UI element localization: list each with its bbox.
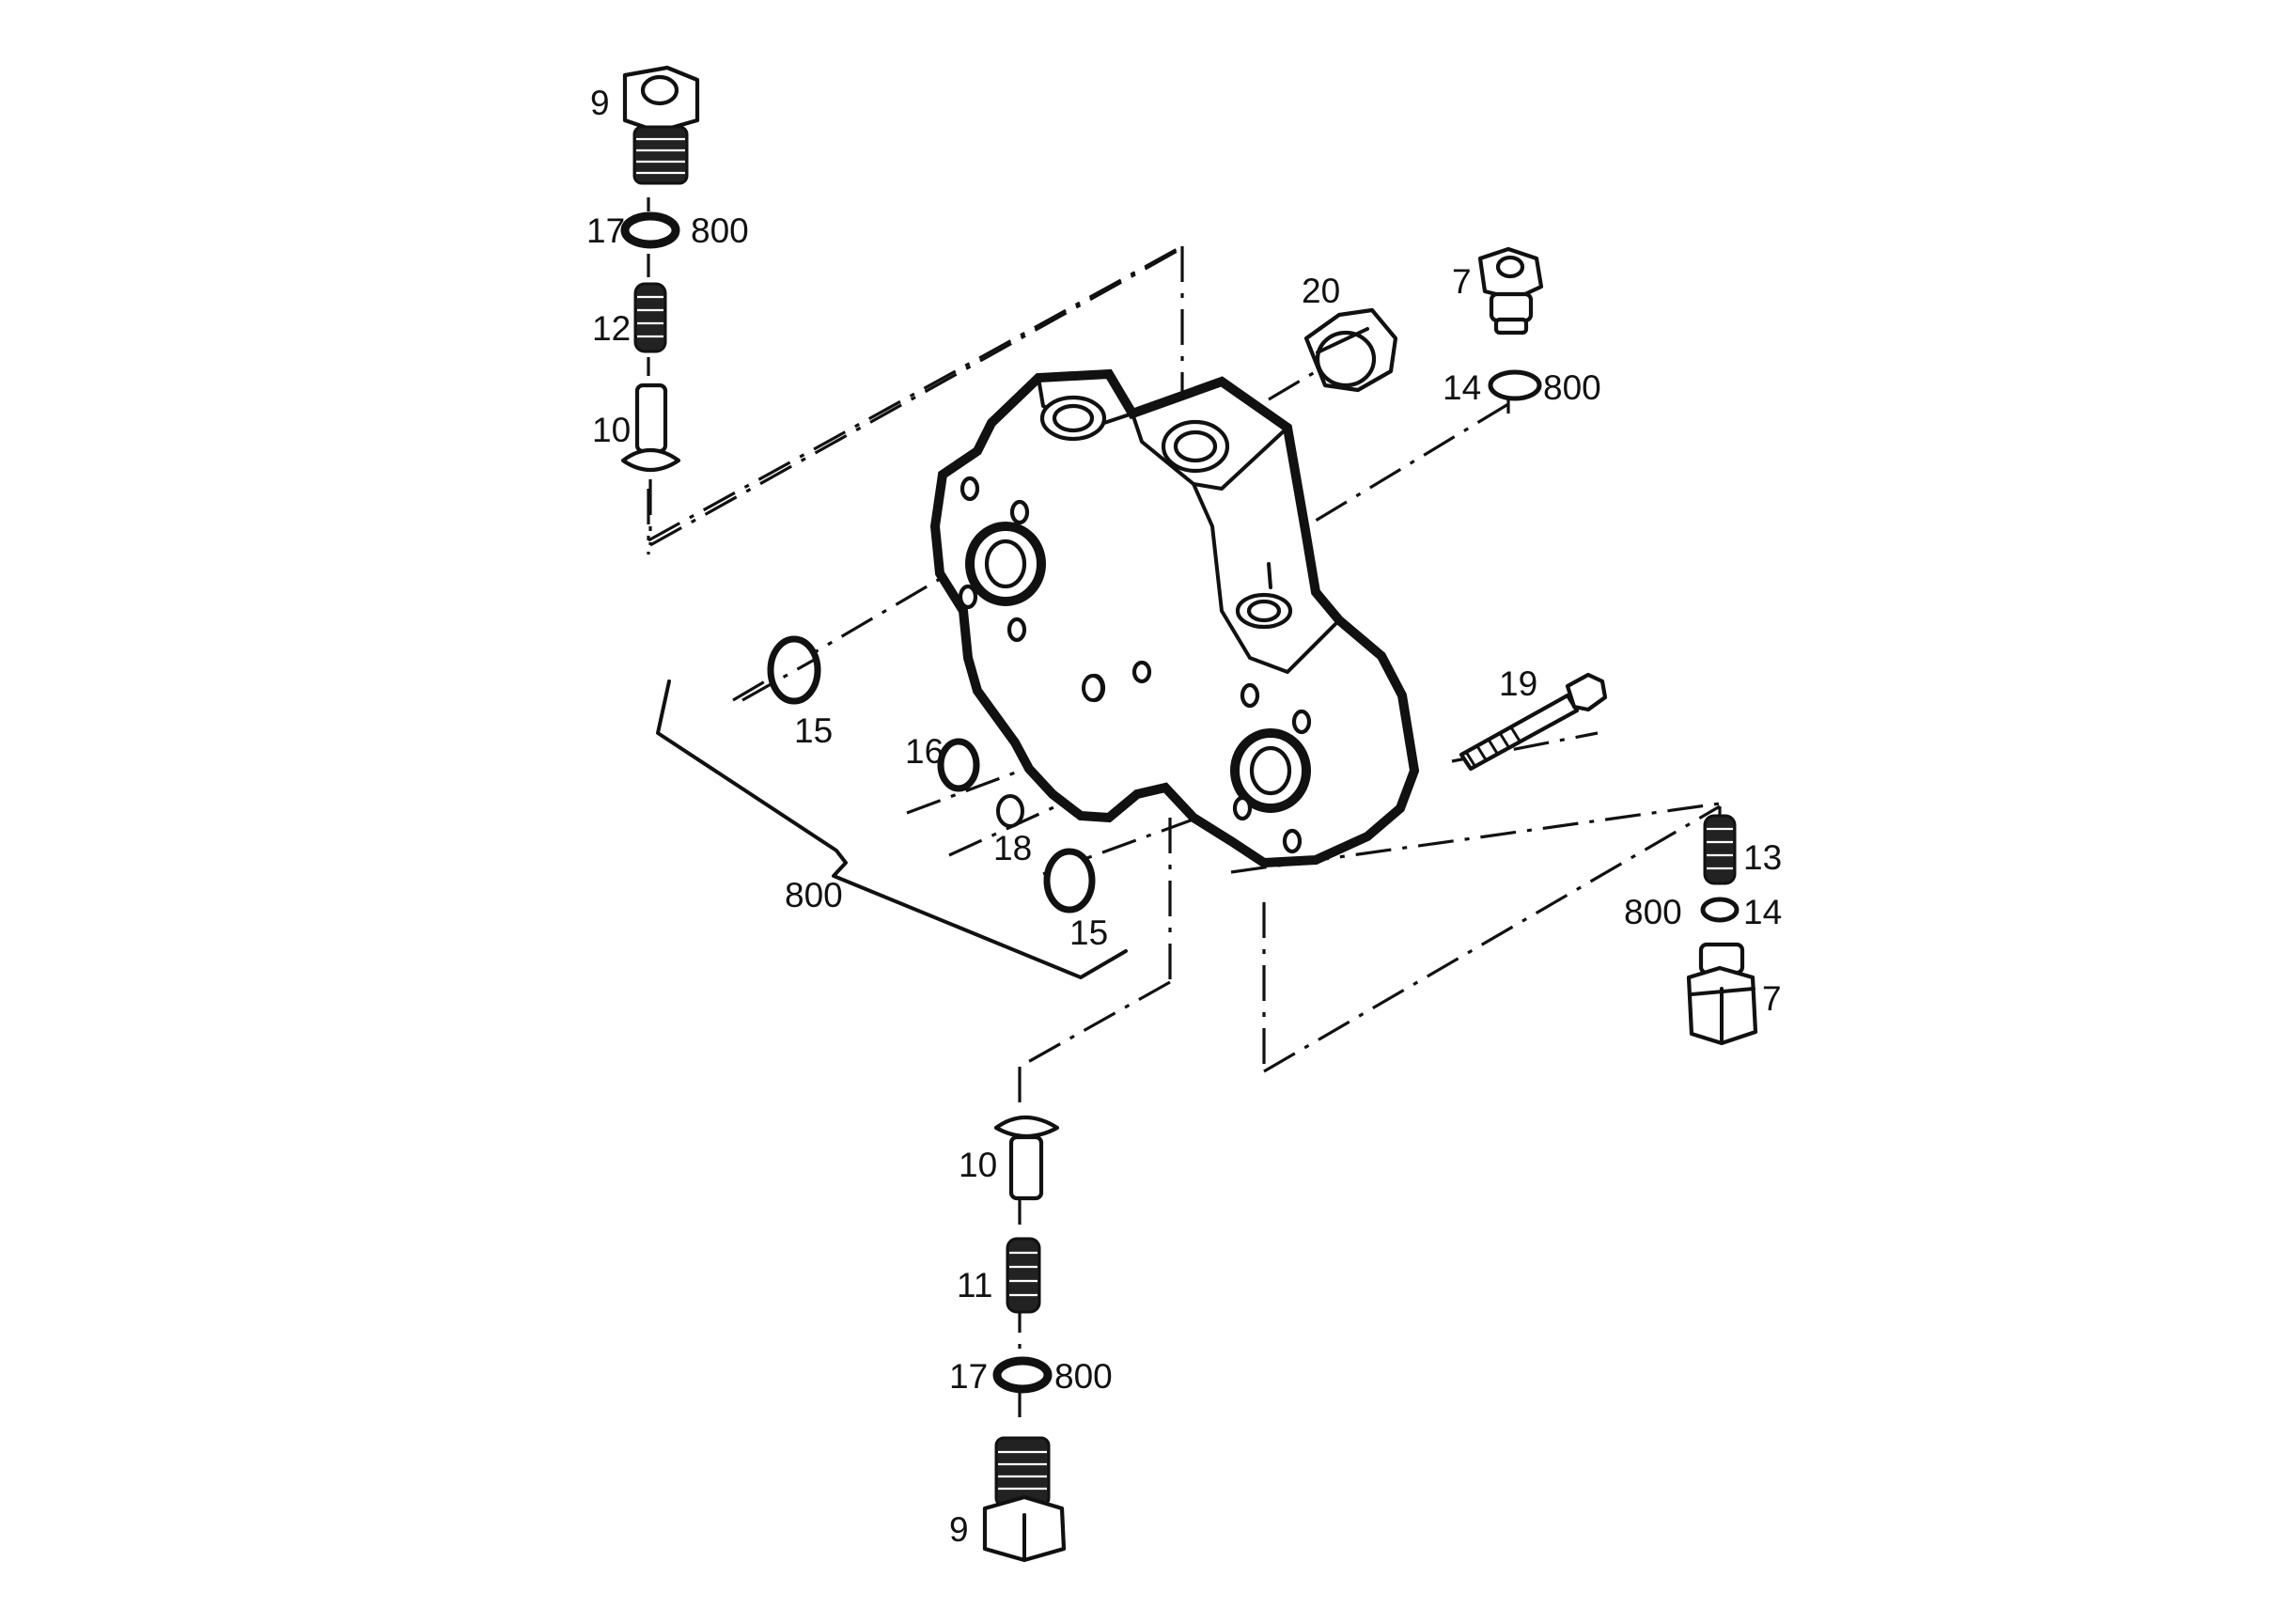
label-17-bottom: 17 [949, 1357, 988, 1396]
label-9-top: 9 [590, 84, 610, 122]
label-16: 16 [905, 732, 944, 771]
plug-7-bottom [1686, 942, 1758, 1046]
label-7-bottom: 7 [1762, 979, 1782, 1018]
part-labels: 9 17 800 12 10 20 7 14 800 15 16 18 15 8… [586, 84, 1782, 1549]
piston-10-top [620, 383, 681, 472]
label-14-top: 14 [1443, 368, 1481, 407]
label-19: 19 [1499, 664, 1537, 703]
label-14-bottom: 14 [1743, 893, 1782, 931]
o-ring-14-top [1488, 369, 1542, 401]
label-18: 18 [993, 829, 1032, 867]
piston-10-bottom [993, 1116, 1060, 1201]
seal-kit-bracket [656, 679, 1128, 979]
plug-7-top [1477, 246, 1544, 336]
label-9-bottom: 9 [949, 1510, 969, 1549]
label-10-top: 10 [592, 411, 631, 449]
label-15-left: 15 [794, 711, 833, 750]
label-800-bottom: 800 [1054, 1357, 1113, 1396]
bolt-19 [1459, 672, 1608, 772]
o-ring-14-bottom [1700, 897, 1740, 923]
o-ring-15-bottom [1043, 848, 1096, 914]
label-17-top: 17 [586, 211, 625, 250]
valve-housing [929, 368, 1420, 868]
bore-small [1082, 674, 1104, 702]
label-800-right-bottom: 800 [1624, 893, 1682, 931]
plug-9-bottom [982, 1436, 1067, 1563]
label-20: 20 [1302, 272, 1340, 310]
o-ring-17-top [620, 211, 680, 249]
label-13: 13 [1743, 838, 1782, 877]
label-15-bottom: 15 [1069, 914, 1108, 952]
o-ring-16 [937, 738, 980, 792]
label-800-top: 800 [691, 211, 749, 250]
label-7-top: 7 [1452, 262, 1472, 301]
plug-9-top [622, 65, 700, 185]
label-800-right-top: 800 [1543, 368, 1601, 407]
o-ring-17-bottom [992, 1356, 1053, 1394]
plug-20 [1303, 307, 1398, 393]
o-ring-15-left [767, 635, 821, 705]
label-11: 11 [957, 1266, 992, 1304]
label-10-bottom: 10 [959, 1146, 997, 1184]
spring-11 [1006, 1237, 1041, 1314]
label-800-bracket: 800 [785, 876, 843, 914]
label-12: 12 [592, 309, 631, 348]
center-line-top-diagonal [649, 246, 1183, 547]
o-ring-18 [996, 794, 1024, 828]
spring-13 [1703, 814, 1737, 885]
spring-12 [633, 282, 667, 353]
center-line-15-left [741, 656, 819, 702]
